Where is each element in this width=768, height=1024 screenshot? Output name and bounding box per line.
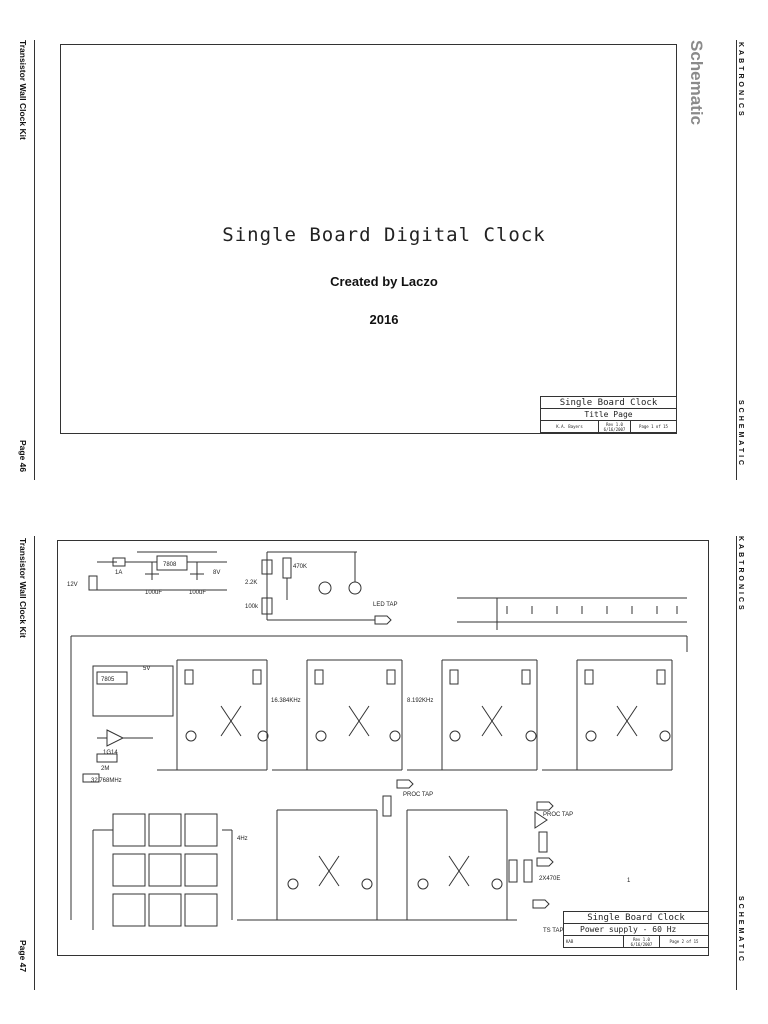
- tb-sheet: Title Page: [541, 409, 676, 421]
- tb2-sheet: Power supply - 60 Hz: [564, 924, 708, 936]
- page-number-47: Page 47: [18, 940, 28, 973]
- tb-rev: Rev 1.0: [606, 421, 623, 427]
- title-block-page1: Single Board Clock Title Page K.A. Bayer…: [540, 396, 677, 433]
- label-12v: 12V: [67, 582, 78, 588]
- label-4hz: 4Hz: [237, 836, 248, 842]
- brand-kabtronics-page1: KABTRONICS: [737, 42, 744, 119]
- tb-page: Page 1 of 15: [639, 424, 668, 429]
- led-dimmer-section: [261, 551, 392, 625]
- page-number-46: Page 46: [18, 440, 28, 473]
- res-470k: [282, 557, 292, 579]
- divider-stage-2: [272, 659, 403, 771]
- label-7805: 7805: [101, 677, 115, 683]
- tb2-author: KAB: [564, 936, 624, 947]
- pot-100k: [261, 597, 273, 615]
- label-freq1: 16.384KHz: [271, 698, 301, 704]
- label-pin-1: 1: [627, 878, 631, 884]
- document-title: Single Board Digital Clock: [222, 224, 546, 246]
- tb-author: K.A. Bayers: [541, 421, 599, 432]
- document-author: Created by Laczo: [330, 274, 438, 289]
- led-tap-arrow: [374, 615, 392, 625]
- tb2-rev: Rev 1.0: [633, 936, 650, 942]
- label-2-2k: 2.2K: [245, 580, 257, 586]
- tb2-page: Page 2 of 15: [669, 939, 699, 944]
- divider-stage-1: [157, 659, 269, 771]
- label-proc-tap: PROC TAP: [403, 792, 433, 798]
- decoupling-caps: [457, 597, 687, 630]
- label-cap1: 100uF: [145, 590, 162, 596]
- right-rule-page1: [736, 40, 737, 480]
- divider-stage-4: [542, 659, 673, 771]
- label-crystal: 32.768MHz: [91, 778, 122, 784]
- label-7808: 7808: [163, 562, 177, 568]
- tb-name: Single Board Clock: [541, 397, 676, 409]
- transistor-2: [348, 581, 362, 595]
- transistor-1: [318, 581, 332, 595]
- divider-stage-6: [406, 801, 554, 920]
- label-1g14: 1G14: [103, 750, 118, 756]
- document-year: 2016: [369, 312, 399, 327]
- tb-date: 6/16/2007: [603, 426, 626, 432]
- ldr-symbol: [261, 559, 273, 575]
- label-470k: 470K: [293, 564, 307, 570]
- display-modules: [112, 813, 218, 927]
- dc-jack: [88, 575, 98, 591]
- power-supply-section: [88, 551, 227, 591]
- label-5v: 5V: [143, 666, 150, 672]
- divider-stage-3: [407, 659, 538, 771]
- right-rule-page2: [736, 536, 737, 990]
- res-2m: [96, 753, 118, 763]
- regulator-7805: [96, 671, 128, 685]
- label-proc-tap-2: PROC TAP: [543, 812, 573, 818]
- left-rule-page1: [34, 40, 35, 480]
- label-ts-tap: TS TAP: [543, 928, 563, 934]
- left-header-page2: Transistor Wall Clock Kit: [18, 538, 28, 638]
- label-2m: 2M: [101, 766, 109, 772]
- regulator-7808: [156, 555, 188, 571]
- title-page-frame: [60, 44, 677, 434]
- label-2x470e: 2X470E: [539, 876, 560, 882]
- label-freq2: 8.192KHz: [407, 698, 433, 704]
- divider-stage-5: [276, 779, 414, 920]
- inverter-gate: [106, 729, 125, 747]
- oscillator-section: [82, 665, 174, 783]
- label-100k: 100k: [245, 604, 259, 610]
- label-cap2: 100uF: [189, 590, 206, 596]
- section-schematic-page1: SCHEMATIC: [737, 400, 744, 469]
- brand-kabtronics-page2: KABTRONICS: [737, 536, 744, 613]
- crystal-symbol: [82, 773, 100, 783]
- label-led-tap: LED TAP: [373, 602, 397, 608]
- left-rule-page2: [34, 536, 35, 990]
- title-block-page2: Single Board Clock Power supply - 60 Hz …: [563, 911, 709, 948]
- schematic-watermark: Schematic: [687, 40, 706, 126]
- schematic-diagram: 12V 1A 7808 100uF 100uF 8V 2.2K 100k 470…: [67, 551, 688, 934]
- tb2-date: 6/16/2007: [630, 941, 653, 947]
- label-8v: 8V: [213, 570, 220, 576]
- schematic-frame: [57, 540, 709, 956]
- section-schematic-page2: SCHEMATIC: [737, 896, 744, 965]
- label-1a: 1A: [115, 570, 122, 576]
- tb2-name: Single Board Clock: [564, 912, 708, 924]
- left-header-page1: Transistor Wall Clock Kit: [18, 40, 28, 140]
